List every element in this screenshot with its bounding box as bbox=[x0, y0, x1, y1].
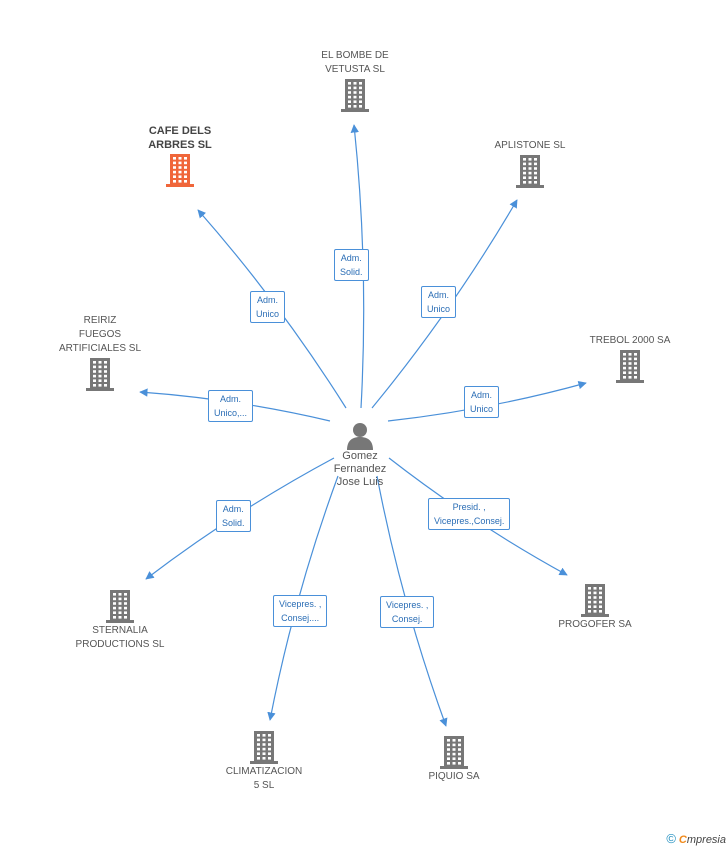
relation-label-progofer[interactable]: Presid. , Vicepres.,Consej. bbox=[428, 498, 511, 530]
building-icon bbox=[470, 153, 590, 189]
relation-label-cafe-dels-arbres[interactable]: Adm. Unico bbox=[250, 291, 286, 323]
company-node-sternalia[interactable]: STERNALIA PRODUCTIONS SL bbox=[60, 588, 180, 652]
company-name: CAFE DELS ARBRES SL bbox=[148, 125, 212, 151]
building-icon bbox=[40, 356, 160, 392]
company-node-cafe-dels-arbres[interactable]: CAFE DELS ARBRES SL bbox=[120, 124, 240, 188]
building-icon bbox=[535, 582, 655, 618]
relation-label-trebol-2000[interactable]: Adm. Unico bbox=[464, 386, 500, 418]
company-node-el-bombe-de-vetusta[interactable]: EL BOMBE DE VETUSTA SL bbox=[295, 49, 415, 113]
company-name: APLISTONE SL bbox=[494, 140, 566, 151]
company-node-progofer[interactable]: PROGOFER SA bbox=[535, 582, 655, 632]
company-name: EL BOMBE DE VETUSTA SL bbox=[321, 50, 389, 75]
company-node-trebol-2000[interactable]: TREBOL 2000 SA bbox=[570, 334, 690, 384]
brand-logo-text: mpresia bbox=[686, 834, 726, 846]
relation-label-el-bombe-de-vetusta[interactable]: Adm. Solid. bbox=[334, 249, 369, 281]
company-name: STERNALIA PRODUCTIONS SL bbox=[75, 625, 165, 650]
building-icon bbox=[295, 77, 415, 113]
relation-label-sternalia[interactable]: Adm. Solid. bbox=[216, 500, 251, 532]
relation-label-climatizacion-5[interactable]: Vicepres. , Consej.... bbox=[273, 595, 328, 627]
company-node-reiriz-fuegos[interactable]: REIRIZ FUEGOS ARTIFICIALES SL bbox=[40, 314, 160, 392]
footer-brand: ©Cmpresia bbox=[666, 831, 726, 846]
company-node-aplistone[interactable]: APLISTONE SL bbox=[470, 139, 590, 189]
building-icon bbox=[394, 734, 514, 770]
relation-label-piquio[interactable]: Vicepres. , Consej. bbox=[380, 596, 435, 628]
copyright-icon: © bbox=[666, 831, 676, 846]
building-icon bbox=[120, 152, 240, 188]
building-icon bbox=[60, 588, 180, 624]
company-name: PROGOFER SA bbox=[558, 619, 632, 630]
company-name: PIQUIO SA bbox=[428, 771, 480, 782]
company-name: CLIMATIZACION 5 SL bbox=[225, 766, 303, 791]
brand-logo-letter: C bbox=[678, 834, 687, 846]
building-icon bbox=[204, 729, 324, 765]
relation-label-aplistone[interactable]: Adm. Unico bbox=[421, 286, 457, 318]
company-name: REIRIZ FUEGOS ARTIFICIALES SL bbox=[58, 315, 142, 354]
relation-label-reiriz-fuegos[interactable]: Adm. Unico,... bbox=[208, 390, 254, 422]
building-icon bbox=[570, 348, 690, 384]
company-name: TREBOL 2000 SA bbox=[589, 335, 671, 346]
center-person-name: Gomez Fernandez Jose Luis bbox=[333, 450, 387, 488]
company-node-piquio[interactable]: PIQUIO SA bbox=[394, 734, 514, 784]
person-icon bbox=[347, 423, 373, 450]
company-node-climatizacion-5[interactable]: CLIMATIZACION 5 SL bbox=[204, 729, 324, 793]
center-person-node[interactable]: Gomez Fernandez Jose Luis bbox=[320, 420, 400, 489]
